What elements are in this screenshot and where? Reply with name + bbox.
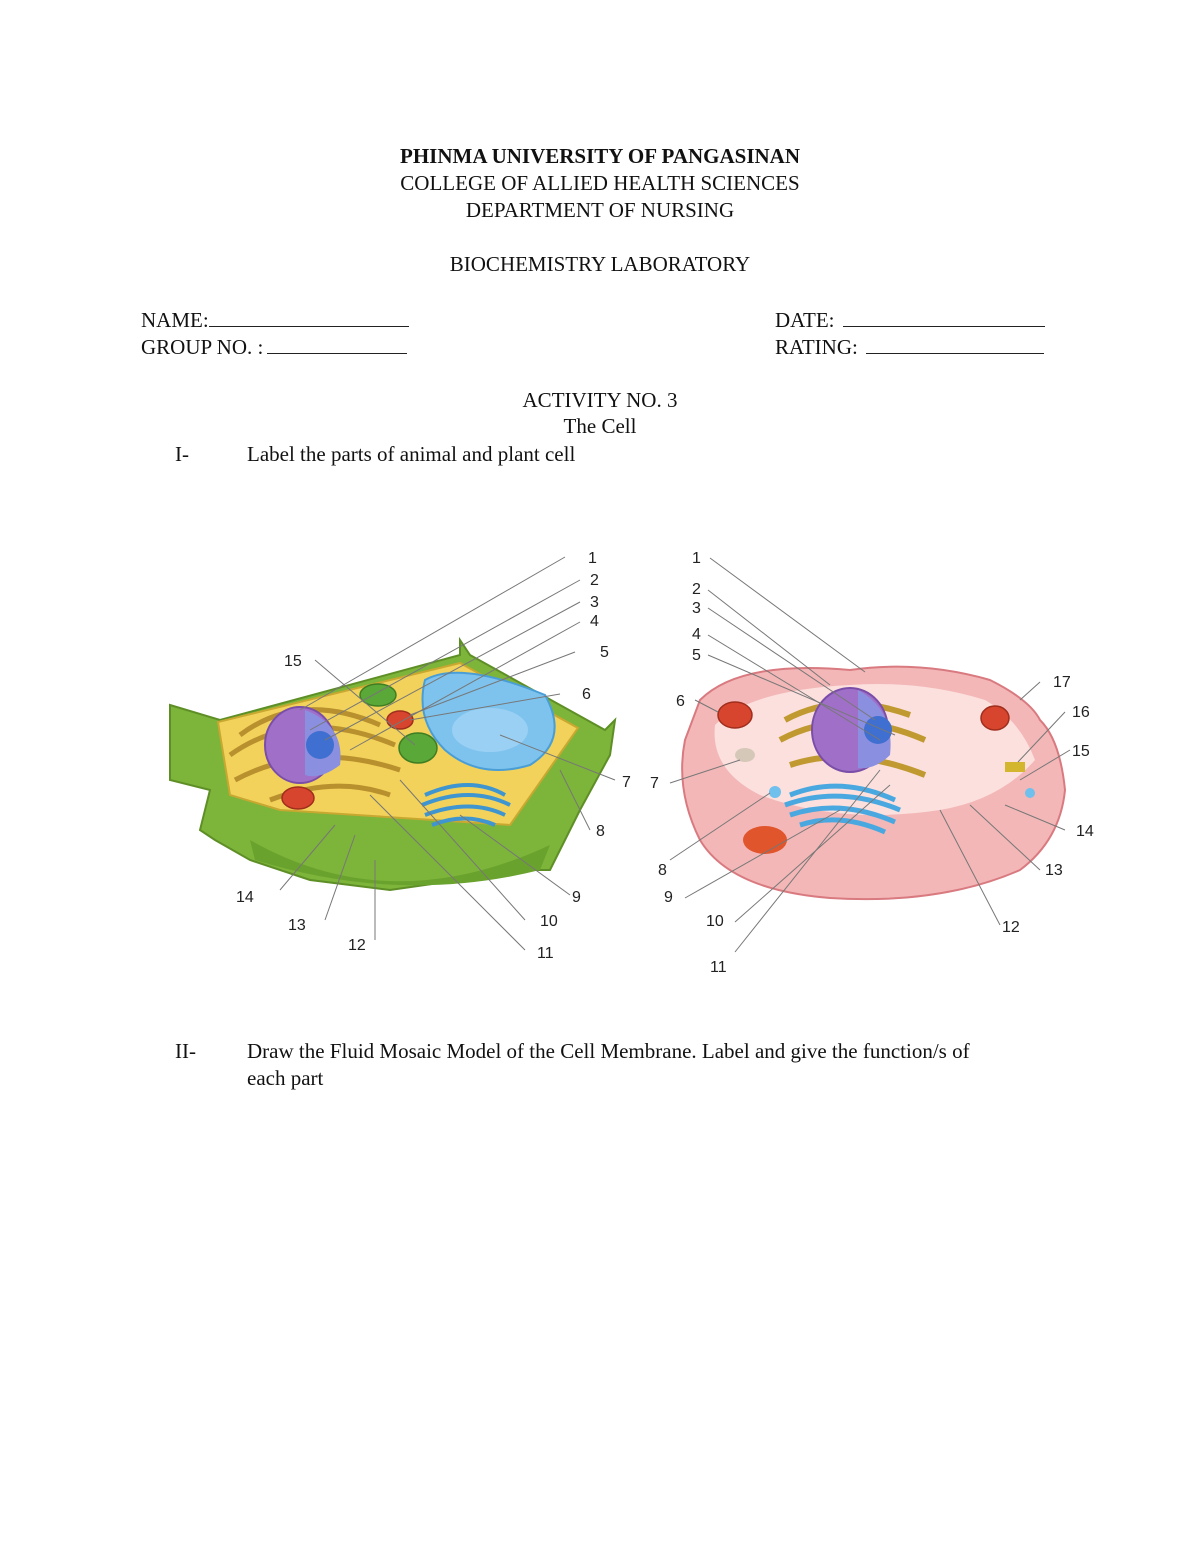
svg-text:4: 4 xyxy=(692,626,701,643)
section-1-instruction: Label the parts of animal and plant cell xyxy=(247,442,576,466)
section-1-numeral: I- xyxy=(175,442,189,466)
svg-text:10: 10 xyxy=(706,913,724,930)
svg-text:3: 3 xyxy=(590,594,599,611)
svg-text:9: 9 xyxy=(664,889,673,906)
college-name: COLLEGE OF ALLIED HEALTH SCIENCES xyxy=(400,171,800,195)
group-label: GROUP NO. : xyxy=(141,335,264,359)
svg-text:9: 9 xyxy=(572,889,581,906)
section-2-numeral: II- xyxy=(175,1039,196,1063)
svg-text:4: 4 xyxy=(590,613,599,630)
name-blank[interactable] xyxy=(208,306,409,327)
svg-text:5: 5 xyxy=(692,647,701,664)
date-label: DATE: xyxy=(775,308,835,332)
svg-text:7: 7 xyxy=(622,774,631,791)
section-2-instruction-line2: each part xyxy=(247,1066,324,1090)
section-2-instruction-line1: Draw the Fluid Mosaic Model of the Cell … xyxy=(247,1039,970,1063)
svg-text:12: 12 xyxy=(1002,919,1020,936)
svg-text:5: 5 xyxy=(600,644,609,661)
department-name: DEPARTMENT OF NURSING xyxy=(465,198,735,222)
svg-text:15: 15 xyxy=(1072,743,1090,760)
svg-text:1: 1 xyxy=(588,550,597,567)
rating-label: RATING: xyxy=(775,335,858,359)
svg-text:11: 11 xyxy=(537,945,554,962)
svg-text:16: 16 xyxy=(1072,704,1090,721)
date-field[interactable]: DATE: xyxy=(775,306,1045,333)
activity-number: ACTIVITY NO. 3 xyxy=(522,388,678,412)
svg-text:8: 8 xyxy=(658,862,667,879)
plant-cell-diagram: 1 2 3 4 5 6 7 8 9 10 11 12 13 14 15 xyxy=(169,550,631,962)
svg-text:11: 11 xyxy=(710,959,727,976)
svg-text:6: 6 xyxy=(676,693,685,710)
svg-text:13: 13 xyxy=(1045,862,1063,879)
date-blank[interactable] xyxy=(842,306,1045,327)
svg-text:2: 2 xyxy=(692,581,701,598)
svg-text:8: 8 xyxy=(596,823,605,840)
svg-text:7: 7 xyxy=(650,775,659,792)
svg-text:13: 13 xyxy=(288,917,306,934)
group-field[interactable]: GROUP NO. : xyxy=(141,333,408,360)
name-field[interactable]: NAME: xyxy=(141,306,409,333)
group-blank[interactable] xyxy=(267,333,408,354)
svg-text:2: 2 xyxy=(590,572,599,589)
svg-text:15: 15 xyxy=(284,653,302,670)
svg-text:14: 14 xyxy=(1076,823,1094,840)
svg-text:17: 17 xyxy=(1053,674,1071,691)
rating-field[interactable]: RATING: xyxy=(775,333,1044,360)
svg-text:6: 6 xyxy=(582,686,591,703)
svg-text:12: 12 xyxy=(348,937,366,954)
svg-text:14: 14 xyxy=(236,889,254,906)
svg-text:1: 1 xyxy=(692,550,701,567)
svg-text:3: 3 xyxy=(692,600,701,617)
svg-text:10: 10 xyxy=(540,913,558,930)
activity-title: The Cell xyxy=(563,414,637,438)
animal-cell-diagram: 1 2 3 4 5 6 7 8 9 10 11 12 13 14 15 16 1… xyxy=(650,550,1094,976)
course-title: BIOCHEMISTRY LABORATORY xyxy=(449,252,751,276)
name-label: NAME: xyxy=(141,308,209,332)
university-name: PHINMA UNIVERSITY OF PANGASINAN xyxy=(400,144,800,168)
rating-blank[interactable] xyxy=(865,333,1044,354)
